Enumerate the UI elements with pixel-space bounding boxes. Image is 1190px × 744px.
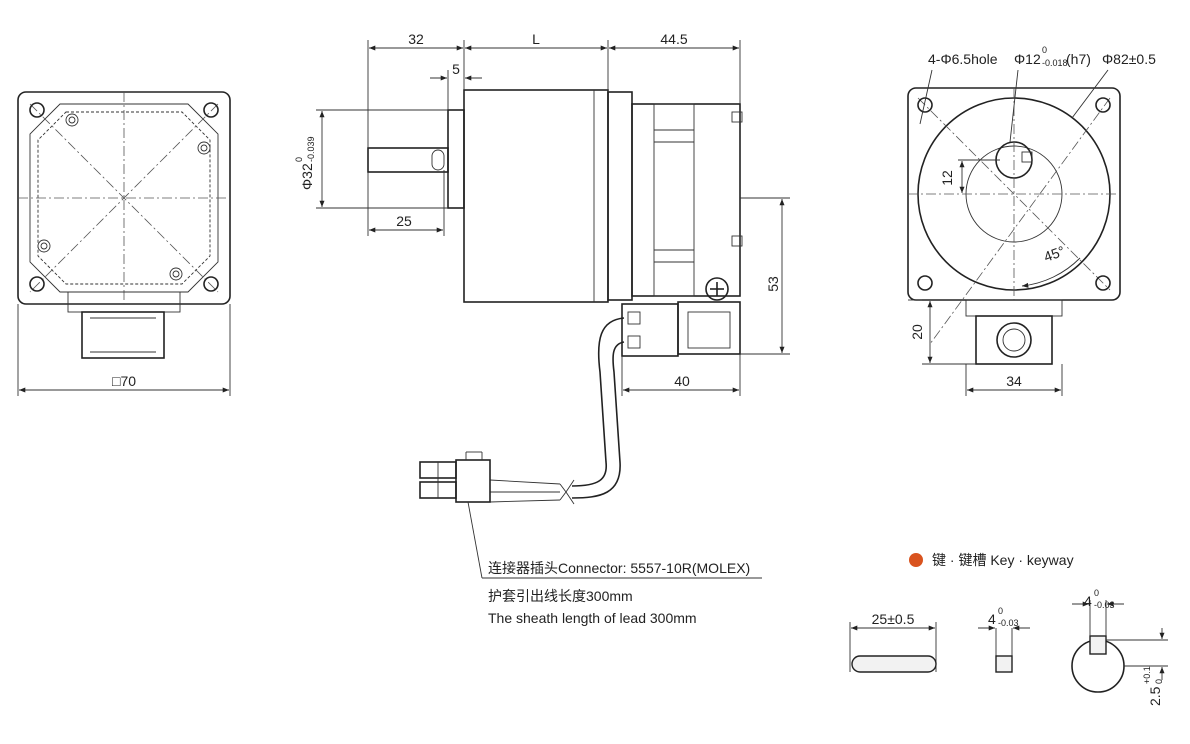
- side-view: 32 L 44.5 5 Φ32 0 -0.039 25 53 40: [294, 31, 790, 579]
- key-section-title: 键 · 键槽 Key · keyway: [932, 552, 1074, 568]
- side-terminal-block: [677, 301, 741, 355]
- front-hole-br: [203, 276, 219, 292]
- key-width-tol-lower: -0.03: [998, 618, 1019, 628]
- sheath-label-cn: 护套引出线长度300mm: [488, 588, 633, 604]
- connector-plug-body: [455, 459, 491, 503]
- front-screw-4: [169, 267, 183, 281]
- end-view: 4-Φ6.5hole Φ12 0 -0.018 (h7) Φ82±0.5 12 …: [907, 45, 1156, 396]
- shaft-dia-main: Φ32: [299, 163, 315, 190]
- front-screw-3: [37, 239, 51, 253]
- front-view: □70: [17, 91, 231, 396]
- keyway-width-main: 4: [1084, 593, 1092, 609]
- side-motor-body: [631, 103, 741, 297]
- end-keyway: [1021, 151, 1033, 163]
- keyway-width-tol-upper: 0: [1094, 588, 1099, 598]
- end-hole-br: [1095, 275, 1111, 291]
- shaft-dia-tol-lower: -0.039: [306, 136, 316, 162]
- front-hole-bl: [29, 276, 45, 292]
- end-hole-tl: [917, 97, 933, 113]
- connector-label: 连接器插头Connector: 5557-10R(MOLEX): [488, 560, 750, 576]
- end-hole-tr: [1095, 97, 1111, 113]
- dim-25: 25: [396, 213, 412, 229]
- dim-5: 5: [452, 61, 460, 77]
- side-shaft: [367, 147, 449, 173]
- keyway-depth-tol-upper: +0.1: [1142, 666, 1152, 684]
- key-width-tol-upper: 0: [998, 606, 1003, 616]
- key-section: 键 · 键槽 Key · keyway 25±0.5 4 0 -0.03 4 0…: [849, 552, 1168, 706]
- shaft-tol-lower: -0.018: [1042, 58, 1068, 68]
- front-screw-1: [65, 113, 79, 127]
- dim-L: L: [532, 31, 540, 47]
- shaft-tol-upper: 0: [1042, 45, 1047, 55]
- shaft-fit: (h7): [1066, 51, 1091, 67]
- front-diagonal-2: [29, 103, 219, 293]
- keyway-slot: [1089, 635, 1107, 655]
- end-terminal-block: [975, 315, 1053, 365]
- key-section-bullet-icon: [909, 553, 923, 567]
- side-pilot: [447, 109, 465, 209]
- keyway-depth-tol-lower: 0: [1154, 679, 1164, 684]
- key-width-main: 4: [988, 611, 996, 627]
- dim-44-5: 44.5: [660, 31, 687, 47]
- angle-label: 45°: [1042, 243, 1067, 265]
- side-screw: [705, 277, 729, 301]
- sheath-label-en: The sheath length of lead 300mm: [488, 610, 697, 626]
- shaft-dia-tol-upper: 0: [294, 157, 304, 162]
- key-side-shape: [851, 655, 937, 673]
- key-end-shape: [995, 655, 1013, 673]
- pilot-label: Φ82±0.5: [1102, 51, 1156, 67]
- front-screw-2: [197, 141, 211, 155]
- front-body-outline: [29, 103, 219, 293]
- end-hole-bl: [917, 275, 933, 291]
- side-flange: [607, 91, 633, 301]
- front-inner-outline: [37, 111, 211, 285]
- side-cable-upper: [571, 317, 625, 487]
- hole-label: 4-Φ6.5hole: [928, 51, 998, 67]
- front-width-label: □70: [112, 373, 136, 389]
- front-hole-tr: [203, 102, 219, 118]
- dim-34: 34: [1006, 373, 1022, 389]
- side-key: [431, 149, 445, 171]
- keyway-depth-main: 2.5: [1147, 686, 1163, 706]
- dim-53: 53: [765, 276, 781, 292]
- keyway-width-tol-lower: -0.03: [1094, 600, 1115, 610]
- connector-notes: 连接器插头Connector: 5557-10R(MOLEX) 护套引出线长度3…: [488, 560, 750, 626]
- shaft-label-main: Φ12: [1014, 51, 1041, 67]
- side-cable-lower: [571, 341, 625, 499]
- front-connector-body: [81, 311, 165, 359]
- side-cable-gland: [621, 303, 679, 357]
- side-gear-body: [463, 89, 609, 303]
- key-length-label: 25±0.5: [872, 611, 915, 627]
- dim-12: 12: [939, 170, 955, 186]
- front-hole-tl: [29, 102, 45, 118]
- dim-40: 40: [674, 373, 690, 389]
- dim-32: 32: [408, 31, 424, 47]
- dim-20: 20: [909, 324, 925, 340]
